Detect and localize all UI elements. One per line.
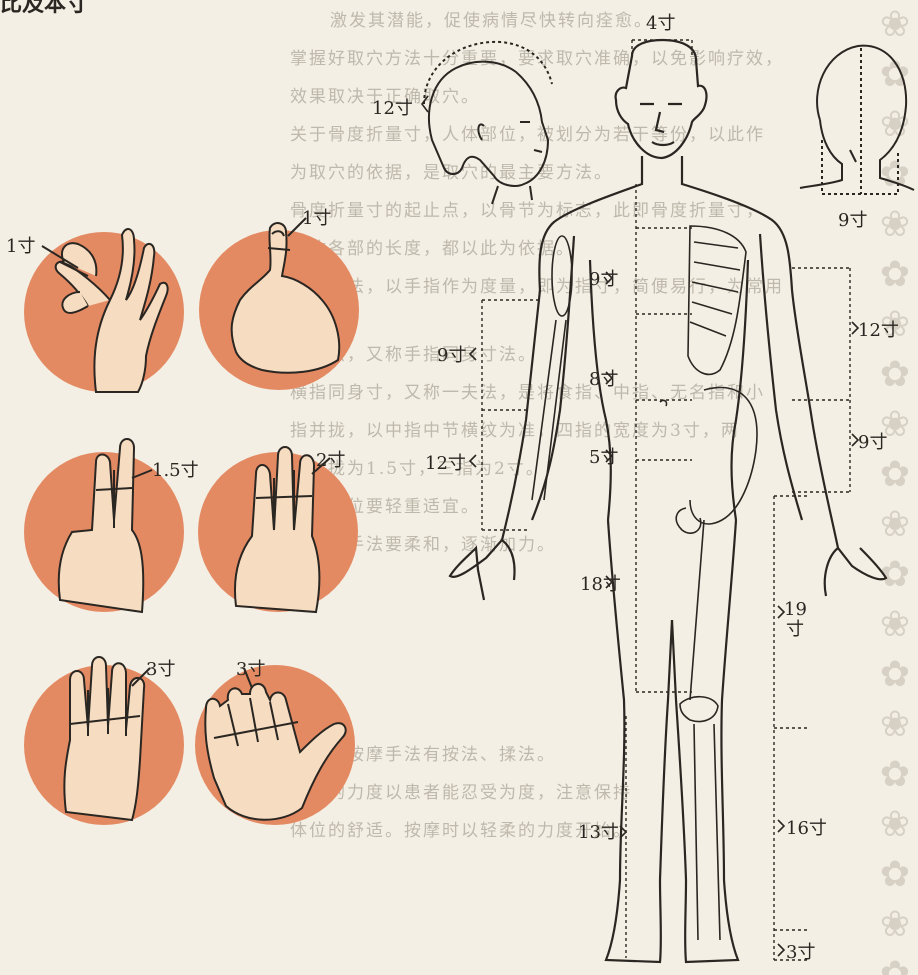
back-of-head-illustration xyxy=(800,46,914,194)
upper-arm-measure: 9寸 xyxy=(437,341,466,367)
finger-unit-label: 1.5寸 xyxy=(152,456,199,482)
finger-unit-label: 3寸 xyxy=(146,655,175,681)
lower-leg-outer-measure: 16寸 xyxy=(786,814,827,840)
head-side-measure: 12寸 xyxy=(372,94,413,120)
head-top-measure: 4寸 xyxy=(646,9,675,35)
outer-thigh-measure: 19 寸 xyxy=(784,600,806,640)
upper-abdomen-measure: 8寸 xyxy=(589,365,618,391)
right-lower-measure: 9寸 xyxy=(858,428,887,454)
finger-unit-label: 3寸 xyxy=(236,655,265,681)
finger-cun-panels xyxy=(24,218,359,825)
lower-abdomen-measure: 5寸 xyxy=(589,443,618,469)
outer-thigh-unit: 寸 xyxy=(786,619,804,640)
right-upper-measure: 12寸 xyxy=(858,316,899,342)
lower-leg-inner-measure: 13寸 xyxy=(578,818,619,844)
finger-unit-label: 1寸 xyxy=(6,232,35,258)
chest-measure: 9寸 xyxy=(589,265,618,291)
forearm-measure: 12寸 xyxy=(425,449,466,475)
head-profile-illustration xyxy=(424,42,552,204)
ankle-measure: 3寸 xyxy=(786,938,815,964)
outer-thigh-number: 19 xyxy=(784,599,807,620)
finger-unit-label: 1寸 xyxy=(302,204,331,230)
thigh-measure: 18寸 xyxy=(580,570,621,596)
finger-unit-label: 2寸 xyxy=(316,446,345,472)
back-neck-measure: 9寸 xyxy=(838,206,867,232)
